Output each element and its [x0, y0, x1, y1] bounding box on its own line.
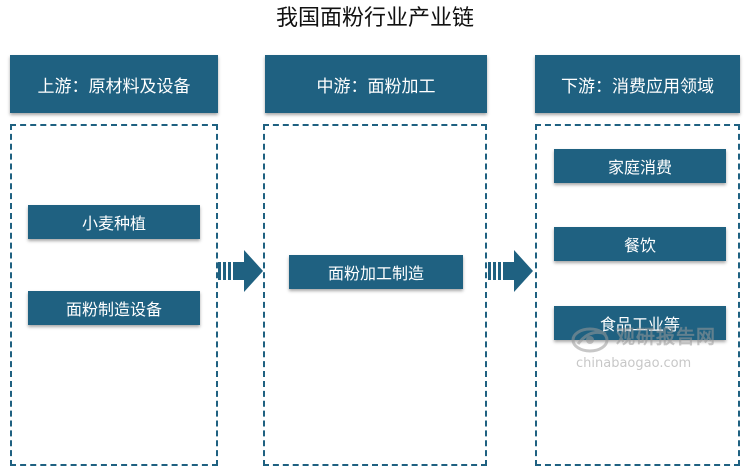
- upstream-item-equipment: 面粉制造设备: [28, 291, 200, 325]
- downstream-item-catering: 餐饮: [554, 227, 726, 261]
- upstream-header: 上游：原材料及设备: [10, 55, 218, 113]
- watermark-url: chinabaogao.com: [576, 356, 692, 371]
- midstream-item-processing: 面粉加工制造: [289, 255, 463, 289]
- watermark-name: 观研报告网: [616, 326, 717, 348]
- watermark: 观研报告网 chinabaogao.com: [570, 322, 740, 378]
- downstream-item-household: 家庭消费: [554, 149, 726, 183]
- midstream-header: 中游：面粉加工: [265, 55, 487, 113]
- upstream-column: [10, 124, 218, 466]
- downstream-header: 下游：消费应用领域: [535, 55, 740, 113]
- upstream-item-wheat: 小麦种植: [28, 205, 200, 239]
- midstream-column: [263, 124, 487, 466]
- downstream-column: [535, 124, 740, 466]
- flow-arrow-icon: [488, 250, 533, 292]
- flow-arrow-icon: [218, 250, 263, 292]
- diagram-title: 我国面粉行业产业链: [275, 6, 474, 31]
- downstream-item-food-industry: 食品工业等: [554, 306, 726, 340]
- watermark-logo-icon: [571, 327, 609, 353]
